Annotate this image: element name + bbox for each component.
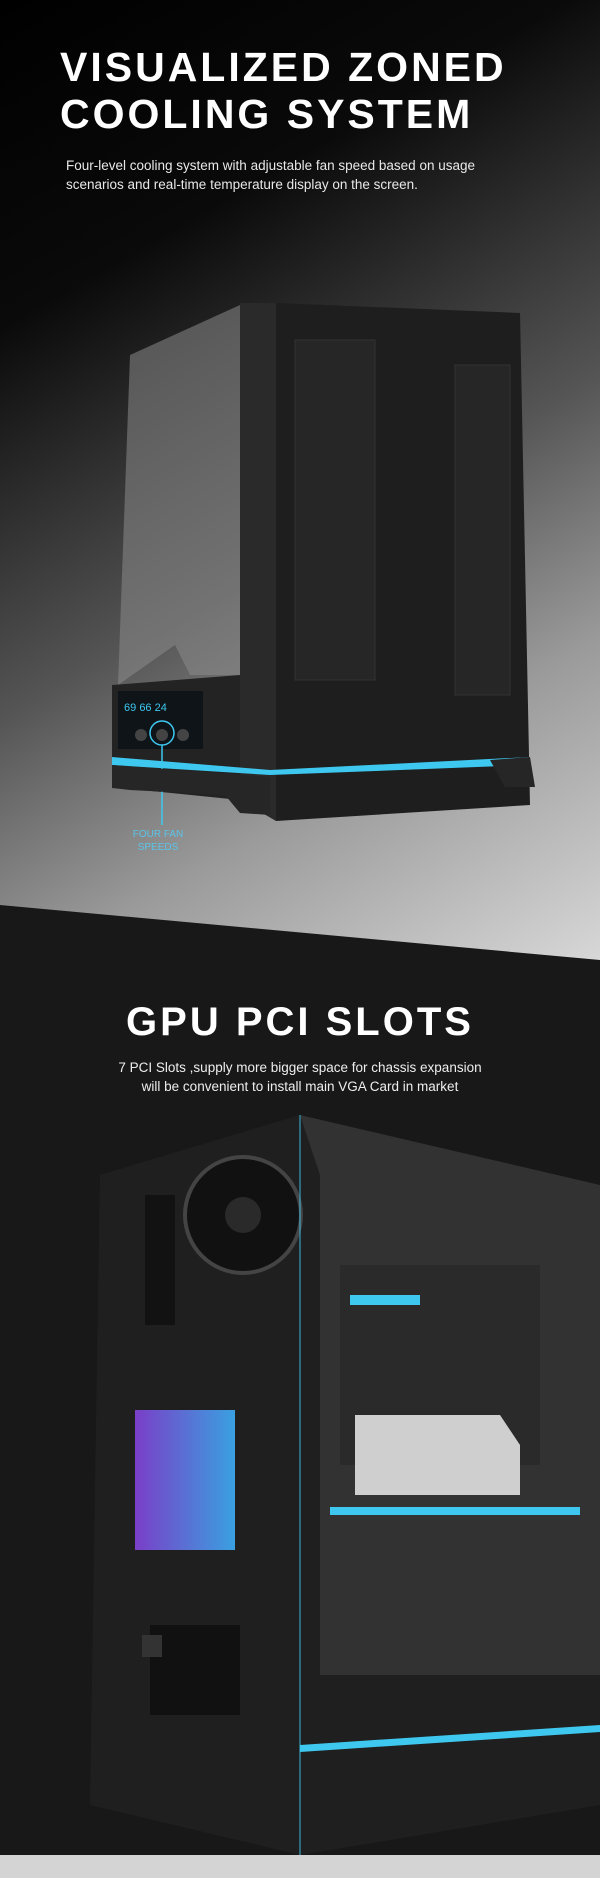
gpu-title: GPU PCI SLOTS <box>126 1000 474 1044</box>
pc-case-front-image: 69 66 24 <box>112 303 535 825</box>
gpu-description: 7 PCI Slots ,supply more bigger space fo… <box>118 1060 482 1094</box>
fan-speed-callout: FOUR FAN SPEEDS <box>132 829 184 853</box>
cooling-description: Four-level cooling system with adjustabl… <box>66 158 475 192</box>
pc-case-rear-image <box>90 1115 600 1855</box>
display-readout: 69 66 24 <box>124 702 167 714</box>
bottom-strip <box>0 1855 600 1878</box>
